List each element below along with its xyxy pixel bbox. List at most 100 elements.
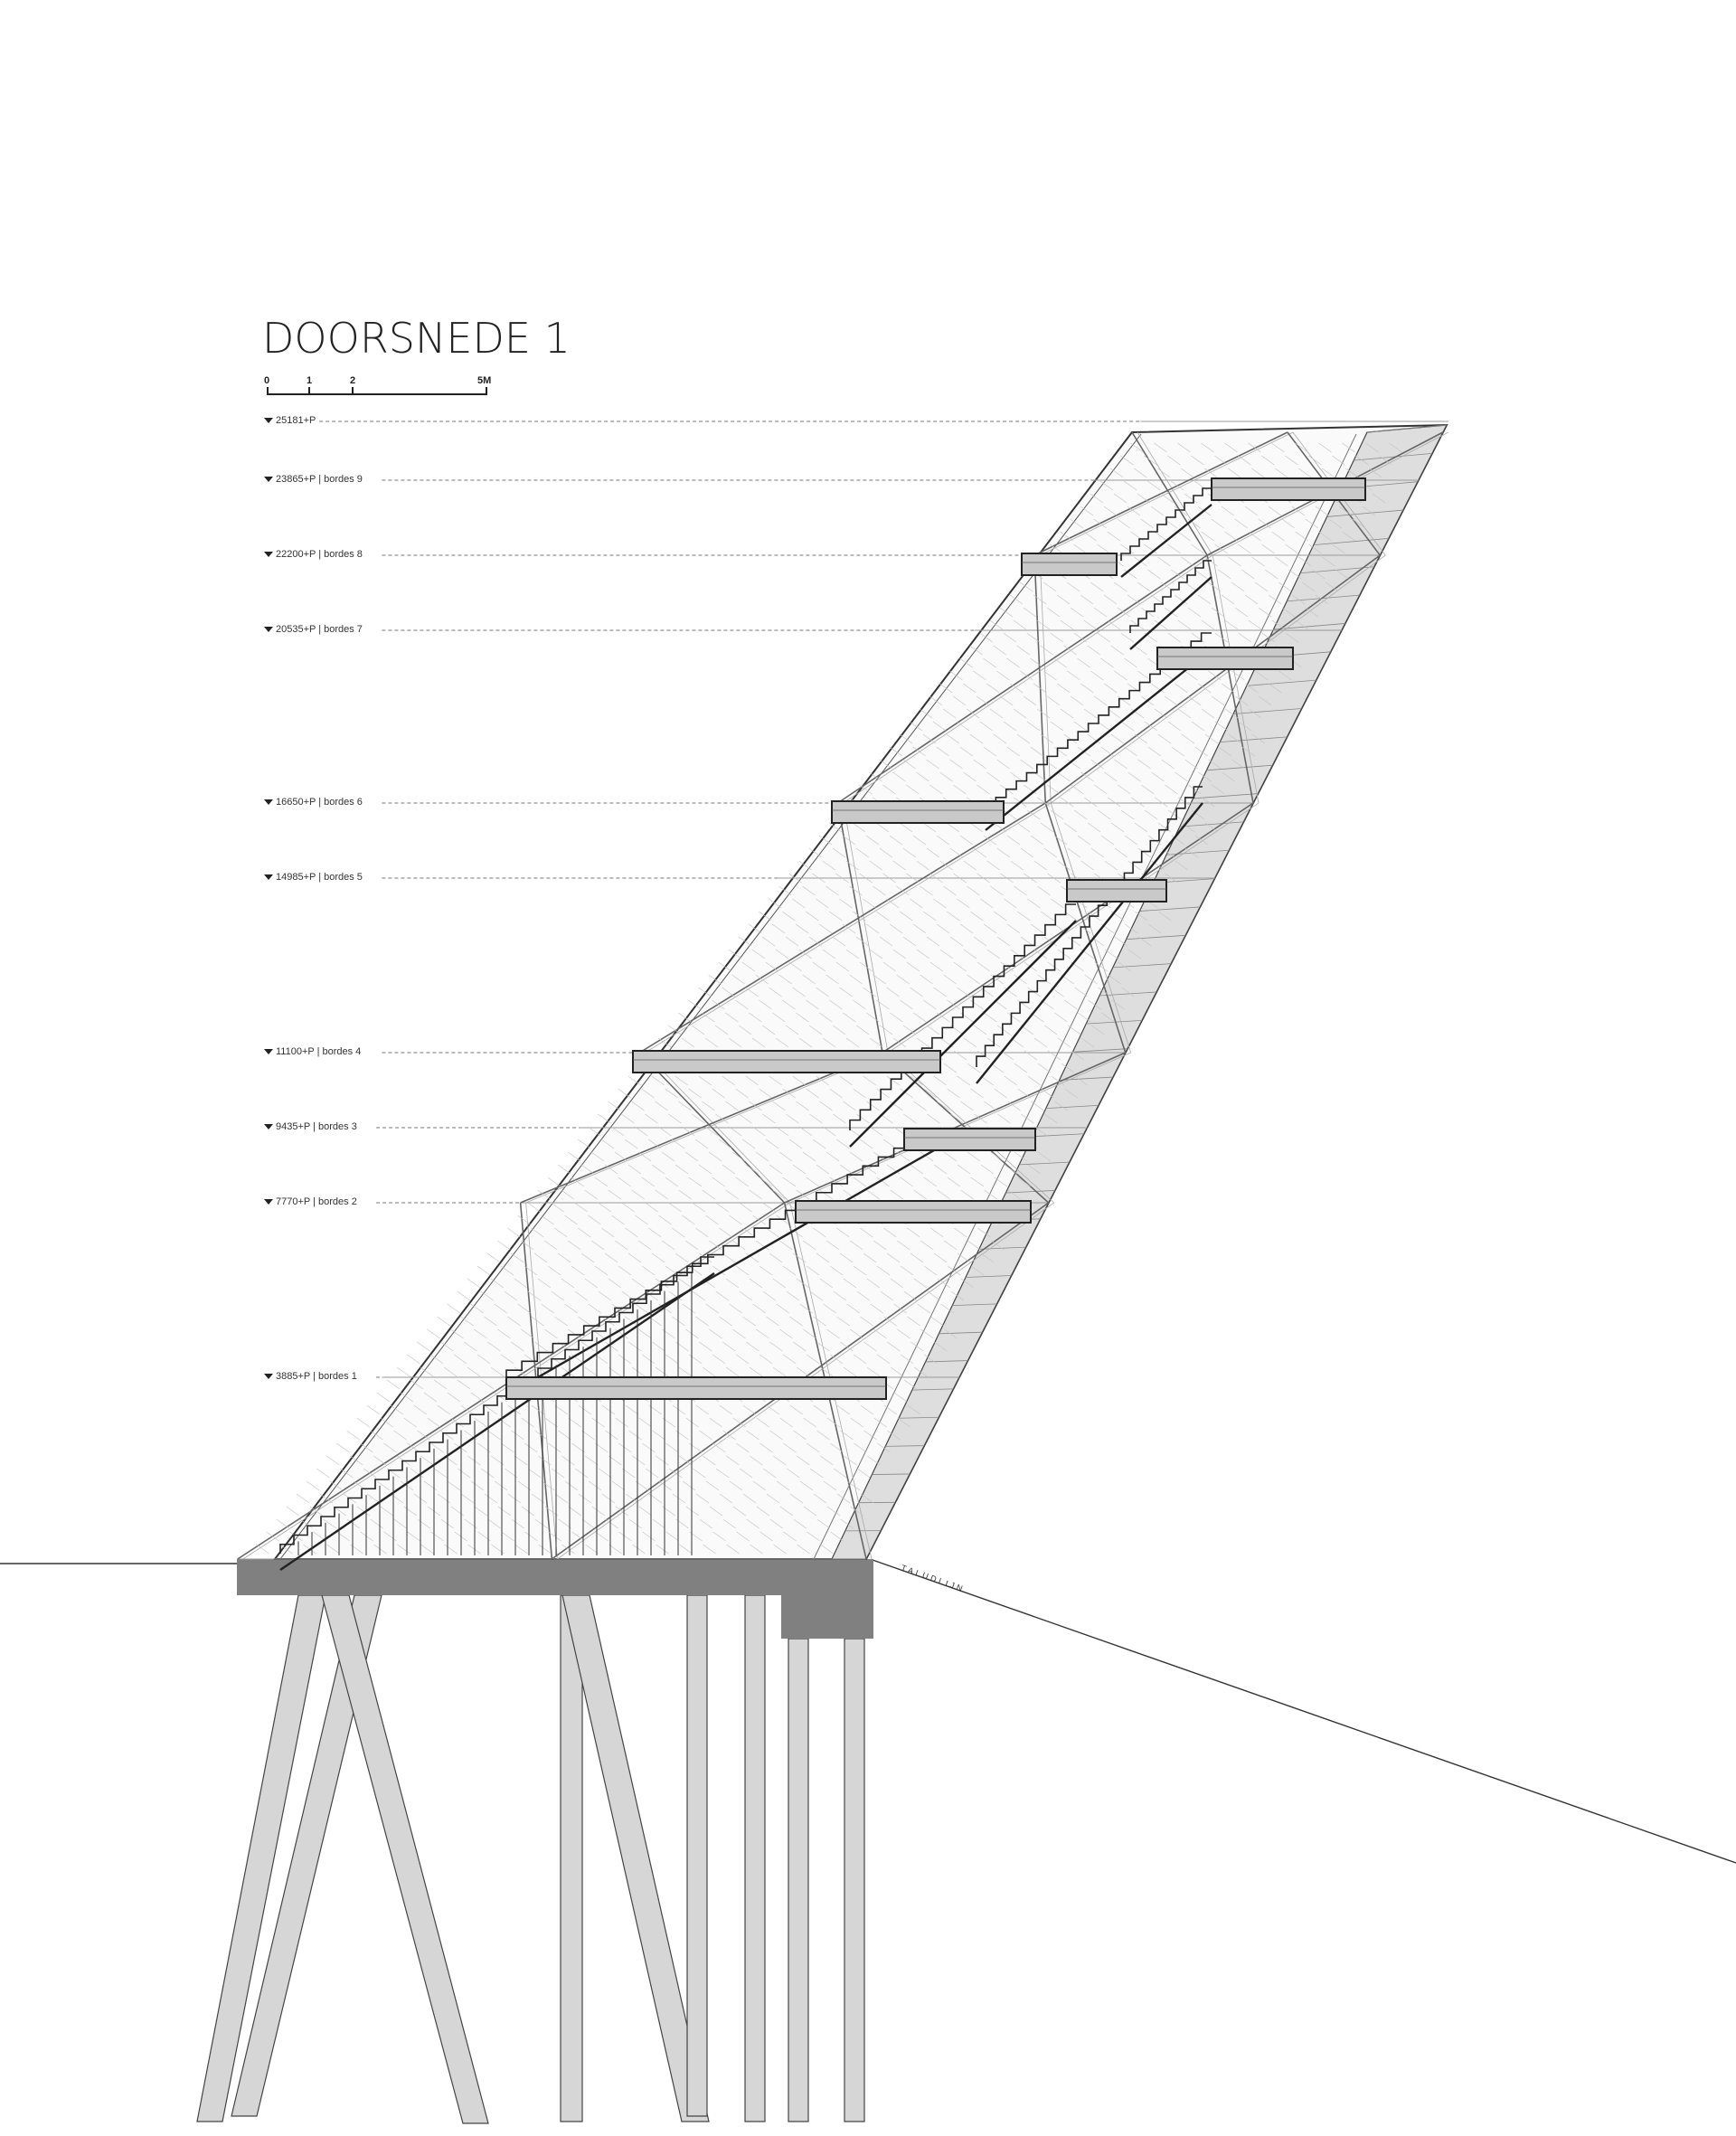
hatch-stroke	[598, 1290, 611, 1301]
hatch-stroke	[704, 1037, 719, 1048]
hatch-stroke	[939, 949, 954, 959]
hatch-stroke	[547, 1265, 561, 1276]
hatch-stroke	[749, 1366, 763, 1377]
hatch-stroke	[760, 1531, 773, 1542]
hatch-stroke	[470, 1303, 484, 1314]
level-marker: 11100+P | bordes 4	[264, 1046, 640, 1057]
hatch-stroke	[1275, 556, 1288, 567]
hatch-stroke	[840, 1341, 854, 1352]
hatch-stroke	[843, 1012, 856, 1023]
hatch-stroke	[1144, 721, 1158, 732]
hatch-stroke	[809, 1113, 823, 1124]
hatch-stroke	[1315, 506, 1329, 516]
hatch-stroke	[615, 1506, 629, 1517]
hatch-stroke	[920, 1151, 934, 1162]
hatch-stroke	[641, 1088, 655, 1099]
hatch-stroke	[949, 670, 963, 681]
hatch-stroke	[1007, 1101, 1021, 1111]
hatch-stroke	[806, 1088, 819, 1099]
hatch-stroke	[568, 1417, 581, 1428]
hatch-stroke	[967, 1240, 981, 1251]
hatch-stroke	[842, 923, 856, 934]
hatch-stroke	[1127, 771, 1141, 782]
hatch-stroke	[1103, 594, 1118, 605]
hatch-stroke	[963, 1037, 977, 1048]
hatch-stroke	[765, 1139, 779, 1149]
hatch-stroke	[959, 657, 973, 668]
hatch-stroke	[699, 1341, 712, 1352]
hatch-stroke	[751, 1037, 766, 1048]
hatch-stroke	[1191, 543, 1204, 554]
hatch-stroke	[807, 1531, 820, 1542]
hatch-stroke	[819, 1366, 834, 1377]
hatch-stroke	[655, 1189, 668, 1200]
hatch-stroke	[681, 1037, 695, 1048]
hatch-stroke	[595, 1531, 609, 1542]
hatch-stroke	[809, 1290, 823, 1301]
hatch-stroke	[929, 873, 943, 884]
hatch-stroke	[1214, 721, 1229, 732]
hatch-stroke	[1137, 670, 1151, 681]
level-triangle-icon	[264, 1049, 273, 1054]
level-marker: 16650+P | bordes 6	[264, 797, 838, 808]
facade-joint	[1232, 708, 1302, 714]
hatch-stroke	[766, 1316, 779, 1327]
hatch-stroke	[1335, 569, 1349, 580]
hatch-stroke	[1067, 581, 1080, 592]
hatch-stroke	[497, 1240, 511, 1251]
hatch-stroke	[1114, 936, 1128, 947]
stair-flight	[505, 1129, 941, 1397]
hatch-stroke	[819, 1278, 834, 1289]
hatch-stroke	[760, 1354, 773, 1365]
hatch-stroke	[829, 911, 843, 922]
hatch-stroke	[460, 1404, 474, 1415]
hatch-stroke	[712, 1088, 725, 1099]
hatch-stroke	[403, 1506, 418, 1517]
hatch-stroke	[682, 1214, 695, 1225]
hatch-stroke	[638, 1506, 653, 1517]
landing-platform	[1156, 647, 1294, 670]
hatch-stroke	[836, 1316, 850, 1327]
hatch-stroke	[897, 1240, 910, 1251]
hatch-stroke	[756, 1417, 769, 1428]
hatch-stroke	[782, 911, 796, 922]
hatch-stroke	[969, 645, 983, 656]
hatch-stroke	[1184, 759, 1198, 770]
hatch-stroke	[752, 1214, 766, 1225]
hatch-stroke	[990, 1063, 1005, 1073]
hatch-stroke	[400, 1392, 414, 1403]
hatch-stroke	[703, 1544, 716, 1555]
facade-joint	[1299, 566, 1374, 574]
hatch-stroke	[1104, 771, 1118, 782]
hatch-stroke	[548, 1442, 561, 1453]
hatch-stroke	[797, 1455, 810, 1466]
hatch-stroke	[685, 1240, 699, 1251]
hatch-stroke	[1151, 771, 1165, 782]
foundation-piles	[196, 1594, 865, 2124]
hatch-stroke	[1043, 847, 1058, 858]
hatch-stroke	[994, 1177, 1008, 1187]
hatch-stroke	[366, 1493, 381, 1504]
hatch-stroke	[839, 898, 853, 909]
hatch-stroke	[672, 1227, 685, 1238]
hatch-stroke	[722, 1252, 736, 1263]
hatch-stroke	[778, 885, 792, 896]
hatch-stroke	[882, 961, 896, 972]
hatch-stroke	[390, 1493, 404, 1504]
hatch-stroke	[524, 1265, 538, 1276]
hatch-stroke	[558, 1518, 571, 1529]
hatch-stroke	[828, 822, 843, 833]
hatch-stroke	[902, 847, 917, 858]
hatch-stroke	[501, 1354, 514, 1365]
hatch-stroke	[578, 1493, 592, 1504]
hatch-stroke	[1137, 759, 1151, 770]
hatch-stroke	[655, 1366, 669, 1377]
hatch-stroke	[608, 1189, 621, 1200]
hatch-stroke	[1127, 506, 1141, 516]
hatch-stroke	[521, 1506, 535, 1517]
hatch-stroke	[907, 1404, 920, 1415]
hatch-stroke	[877, 1442, 891, 1453]
hatch-stroke	[1224, 708, 1239, 719]
hatch-stroke	[1140, 518, 1154, 529]
hatch-stroke	[766, 1404, 779, 1415]
